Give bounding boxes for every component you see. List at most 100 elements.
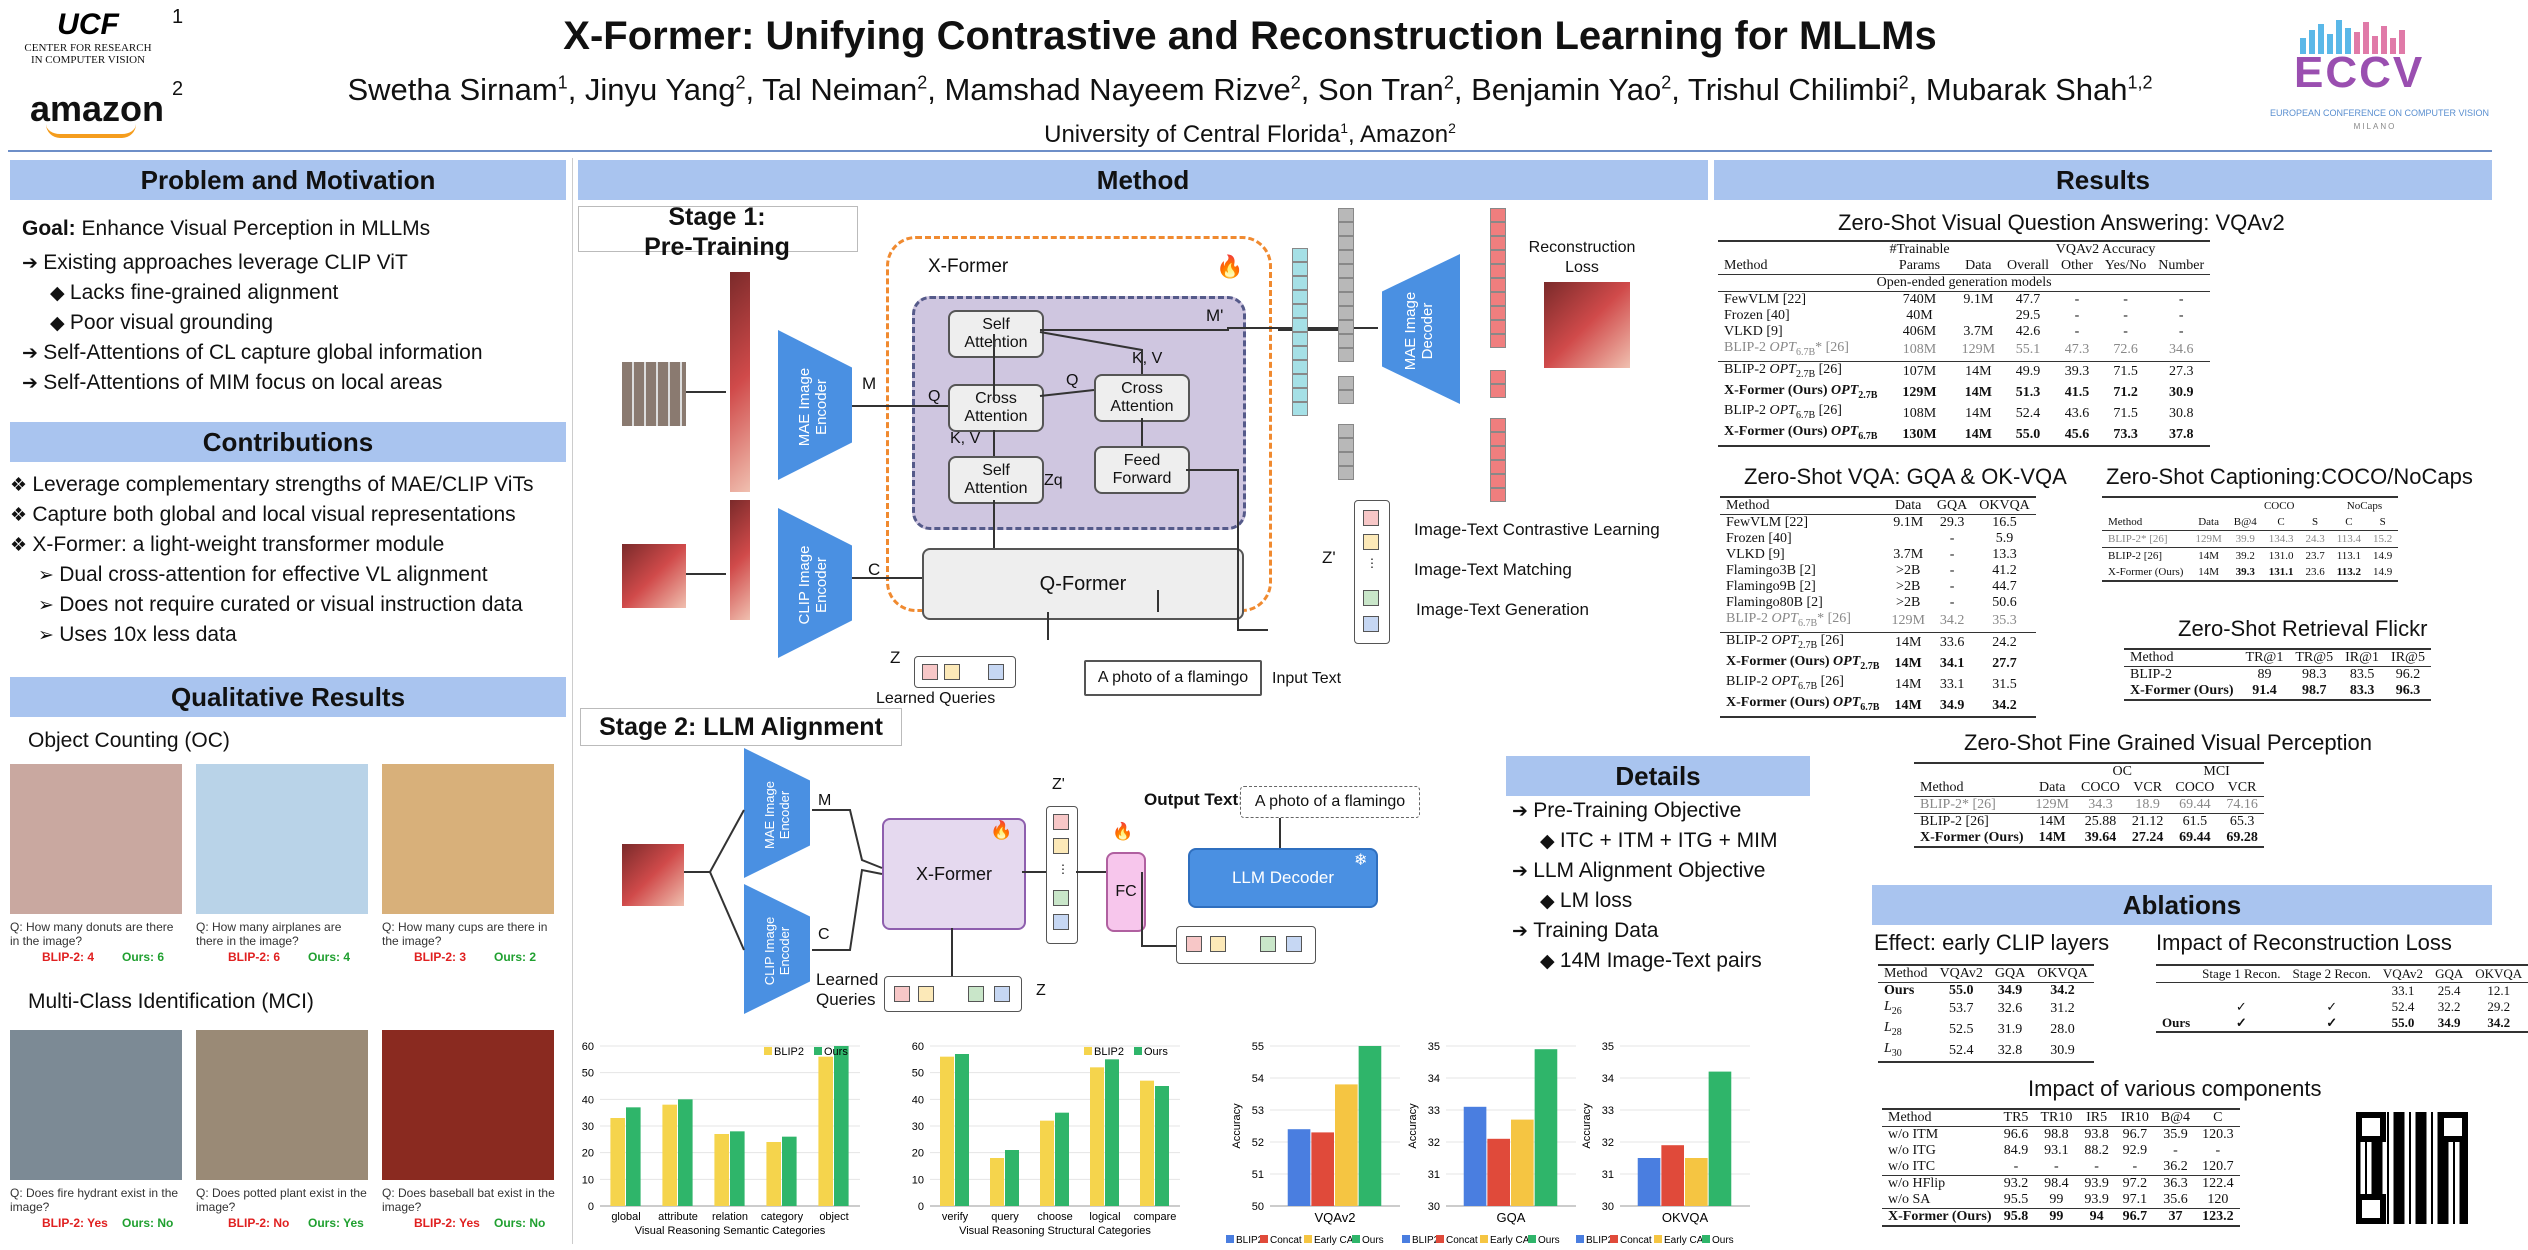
header-cell: IR@1 [2339,648,2386,667]
token-cell [1292,304,1308,318]
bullet-mark-icon: ❖ [10,535,33,556]
table-cell: 96.2 [2395,667,2421,682]
token-cell [1338,438,1354,452]
image-input [622,544,686,608]
table-cell: 14M [1894,676,1922,692]
table-cell: 31.5 [1992,676,2017,692]
reconstructed-image [1544,282,1630,368]
bullet-item: ◆ 14M Image-Text pairs [1540,946,1762,977]
stage2-llm-input-box [1176,926,1316,964]
bullet-mark-icon: ➔ [1512,801,1534,822]
author-affil: 1 [557,72,568,93]
token-cell [1338,376,1354,390]
qr-code[interactable] [2356,1112,2468,1224]
vqa-title: Zero-Shot Visual Question Answering: VQA… [1838,210,2285,235]
bullet-item: ➔ LLM Alignment Objective [1512,856,1766,887]
objective-token-box [1354,500,1390,644]
reconstruction-title: Impact of Reconstruction Loss [2156,930,2452,955]
header-cell: Method [1878,964,1934,983]
eccv-logo-city: MILANO [2353,122,2397,131]
mci-question: Q: Does potted plant exist in the image? [196,1186,367,1214]
y-tick-label: 30 [1428,1201,1440,1213]
table-cell: 96.6 [2003,1127,2029,1142]
header-cell [2156,964,2197,983]
author-affil: 2 [917,72,928,93]
table-cell: 83.5 [2349,667,2375,682]
y-tick-label: 50 [582,1068,594,1080]
bar [662,1104,677,1206]
token-cell [1490,320,1506,334]
table-cell: 108M [1902,342,1937,358]
header-cell: GQA [2429,964,2470,983]
table-cell: 93.9 [2078,1175,2115,1192]
header-cell [1718,240,1884,258]
stage2-zprime-token-1 [1053,814,1069,830]
table-cell: - [2173,1143,2178,1158]
token-cell [1490,432,1506,446]
goal-text: Enhance Visual Perception in MLLMs [75,217,431,240]
table-cell: 34.6 [2168,342,2194,358]
y-tick-label: 34 [1428,1073,1440,1085]
patch-strip-mae [730,272,750,492]
y-tick-label: 10 [582,1174,594,1186]
bullet-mark-icon: ➢ [38,595,60,616]
author-name: Benjamin Yao [1471,72,1662,107]
table-cell: 12.1 [2487,983,2511,998]
table-cell: 52.4 [2015,405,2041,421]
table-cell: 129M [2035,797,2069,812]
bullet-item: ➔ Training Data [1512,916,1659,947]
bullet-item: ➔ Self-Attentions of MIM focus on local … [22,368,442,399]
header-cell [2189,496,2228,514]
table-cell: 129M [1961,342,1996,358]
table-cell: 33.6 [1930,631,1974,654]
table-cell: 98.3 [2301,667,2327,682]
token-cell [1490,208,1506,222]
table-cell: - [2074,324,2080,339]
table-cell: 24.2 [1973,631,2036,654]
table-cell: 97.1 [2122,1192,2148,1207]
goal-line: Goal: Enhance Visual Perception in MLLMs [22,214,430,244]
token-cell [1490,264,1506,278]
bullet-text: Existing approaches leverage CLIP ViT [43,251,408,274]
bullet-mark-icon: ➔ [1512,921,1534,942]
bar [1487,1138,1510,1206]
token-cell [1292,360,1308,374]
bullet-item: ➔ Existing approaches leverage CLIP ViT [22,248,408,279]
bullet-text: Does not require curated or visual instr… [59,593,523,616]
table-cell: 39.64 [2075,830,2126,848]
table-row: Frozen [40]-5.9 [1720,531,2036,547]
legend-label: Concat [1270,1235,1302,1246]
bullet-item: ◆ Lacks fine-grained alignment [50,278,338,309]
table-cell: FewVLM [22] [1726,515,1809,530]
legend-label: Ours [1712,1235,1734,1246]
table-cell: w/o SA [1888,1192,1931,1207]
token-cell [1490,222,1506,236]
header-cell: NoCaps [2330,496,2399,514]
bar [1140,1080,1154,1206]
qr-corner-tr [2438,1112,2468,1142]
y-tick-label: 20 [582,1148,594,1160]
stage1-label: Stage 1:Pre-Training [644,203,790,261]
table-cell: 89 [2257,667,2272,682]
details-heading: Details [1506,756,1810,796]
token-cell [1490,250,1506,264]
bar [782,1136,797,1206]
bar [1155,1086,1169,1206]
table-cell: 84.9 [2003,1143,2029,1158]
table-cell: 5.9 [1995,531,2014,546]
table-cell [2156,983,2196,1000]
header-cell: OC [2075,762,2170,780]
header-cell: #Trainable [1883,240,1956,258]
table-cell: 47.7 [2015,292,2041,307]
y-tick-label: 10 [912,1174,924,1186]
table-cell: - [2123,308,2128,323]
